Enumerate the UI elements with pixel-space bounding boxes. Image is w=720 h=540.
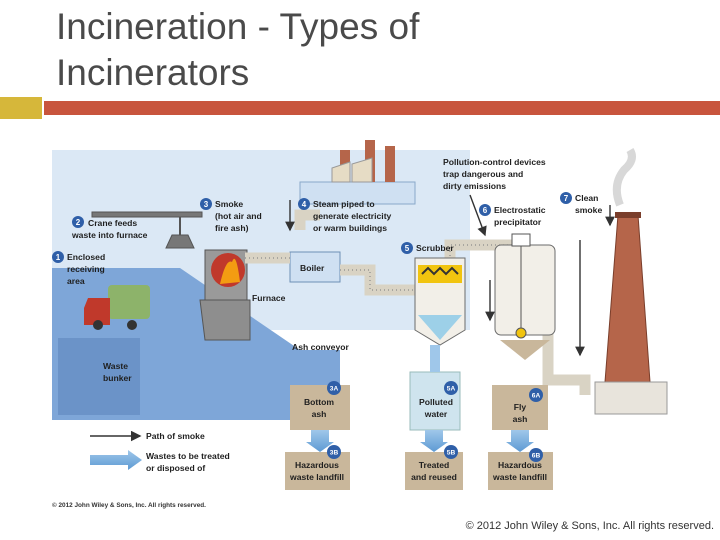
pollution-control-line3: dirty emissions — [443, 181, 506, 191]
badge-5 — [401, 242, 413, 254]
label-7-line1: Clean — [575, 193, 598, 203]
badge-1 — [52, 251, 64, 263]
label-4-line2: generate electricity — [313, 211, 392, 221]
label-4-line3: or warm buildings — [313, 223, 387, 233]
slide-footer: © 2012 John Wiley & Sons, Inc. All right… — [465, 520, 714, 532]
arrow-down-6 — [506, 430, 534, 452]
treated-line2: and reused — [411, 472, 457, 482]
treated-line1: Treated — [419, 460, 450, 470]
legend-wastes-line1: Wastes to be treated — [146, 451, 230, 461]
badge-6b-num: 6B — [532, 453, 541, 460]
legend-path-of-smoke: Path of smoke — [146, 431, 205, 441]
smoke-path-arrows — [285, 194, 615, 357]
slide-title-line2: Incinerators — [56, 52, 250, 93]
badge-3b-num: 3B — [330, 450, 339, 457]
label-7-line2: smoke — [575, 205, 602, 215]
accent-square — [0, 97, 42, 119]
power-plant-building — [299, 140, 416, 205]
badge-4 — [298, 198, 310, 210]
arrow-down-5 — [420, 430, 448, 452]
slide-title: Incineration - Types of Incinerators — [56, 4, 656, 96]
scrubber — [414, 257, 466, 346]
badge-5a-num: 5A — [447, 386, 456, 393]
label-1-line1: Enclosed — [67, 252, 105, 262]
diagram-credit: © 2012 John Wiley & Sons, Inc. All right… — [52, 501, 206, 509]
ash-conveyor-label: Ash conveyor — [292, 342, 349, 352]
slide-title-line1: Incineration - Types of — [56, 6, 420, 47]
waste-bunker-line1: Waste — [103, 361, 128, 371]
badge-3-num: 3 — [204, 200, 209, 209]
label-1-line2: receiving — [67, 264, 105, 274]
badge-7-num: 7 — [564, 194, 569, 203]
label-4-line1: Steam piped to — [313, 199, 375, 209]
garbage-truck — [84, 285, 150, 330]
badge-6a-num: 6A — [532, 393, 541, 400]
legend-waste-arrow — [90, 450, 142, 470]
badge-3 — [200, 198, 212, 210]
label-5: Scrubber — [416, 243, 454, 253]
badge-3a-num: 3A — [330, 386, 339, 393]
boiler-label: Boiler — [300, 263, 325, 273]
badge-3a — [327, 381, 341, 395]
smoke-dots — [245, 244, 520, 291]
badge-6b — [529, 448, 543, 462]
badge-6a — [529, 388, 543, 402]
box-bottom-ash — [290, 385, 350, 430]
label-3-line3: fire ash) — [215, 223, 249, 233]
badge-1-num: 1 — [56, 253, 61, 262]
pollution-control-line1: Pollution-control devices — [443, 157, 546, 167]
landfill-3b-line2: waste landfill — [289, 472, 344, 482]
badge-2-num: 2 — [76, 218, 81, 227]
landfill-6b-line1: Hazardous — [498, 460, 542, 470]
label-2-line1: Crane feeds — [88, 218, 137, 228]
fly-ash-line1: Fly — [514, 402, 527, 412]
label-3-line2: (hot air and — [215, 211, 262, 221]
legend-wastes-line2: or disposed of — [146, 463, 205, 473]
label-3-line1: Smoke — [215, 199, 243, 209]
label-6-line2: precipitator — [494, 217, 542, 227]
waste-bunker-line2: bunker — [103, 373, 132, 383]
badge-5a — [444, 381, 458, 395]
badge-3b — [327, 445, 341, 459]
label-2-line2: waste into furnace — [71, 230, 148, 240]
polluted-water-line1: Polluted — [419, 397, 453, 407]
box-landfill-6b — [488, 452, 553, 490]
badge-6 — [479, 204, 491, 216]
pollution-control-line2: trap dangerous and — [443, 169, 523, 179]
title-divider — [44, 101, 720, 115]
electrostatic-precipitator — [494, 233, 556, 360]
badge-2 — [72, 216, 84, 228]
bunker-pit — [58, 338, 140, 415]
boiler — [289, 251, 341, 283]
furnace-label: Furnace — [252, 293, 286, 303]
badge-4-num: 4 — [302, 200, 307, 209]
badge-7 — [560, 192, 572, 204]
chimney — [594, 147, 668, 415]
box-landfill-3b — [285, 452, 350, 490]
step-badges — [52, 192, 572, 462]
fly-ash-line2: ash — [513, 414, 528, 424]
label-1-line3: area — [67, 276, 85, 286]
landfill-6b-line2: waste landfill — [492, 472, 547, 482]
badge-5b — [444, 445, 458, 459]
badge-5-num: 5 — [405, 244, 410, 253]
polluted-water-line2: water — [424, 409, 448, 419]
landfill-3b-line1: Hazardous — [295, 460, 339, 470]
furnace — [199, 249, 251, 341]
crane — [91, 211, 203, 249]
bottom-ash-line2: ash — [312, 409, 327, 419]
arrow-down-3 — [306, 430, 334, 452]
arrow-down-5a — [430, 345, 440, 372]
badge-6-num: 6 — [483, 206, 488, 215]
label-6-line1: Electrostatic — [494, 205, 546, 215]
bottom-ash-line1: Bottom — [304, 397, 334, 407]
badge-5b-num: 5B — [447, 450, 456, 457]
